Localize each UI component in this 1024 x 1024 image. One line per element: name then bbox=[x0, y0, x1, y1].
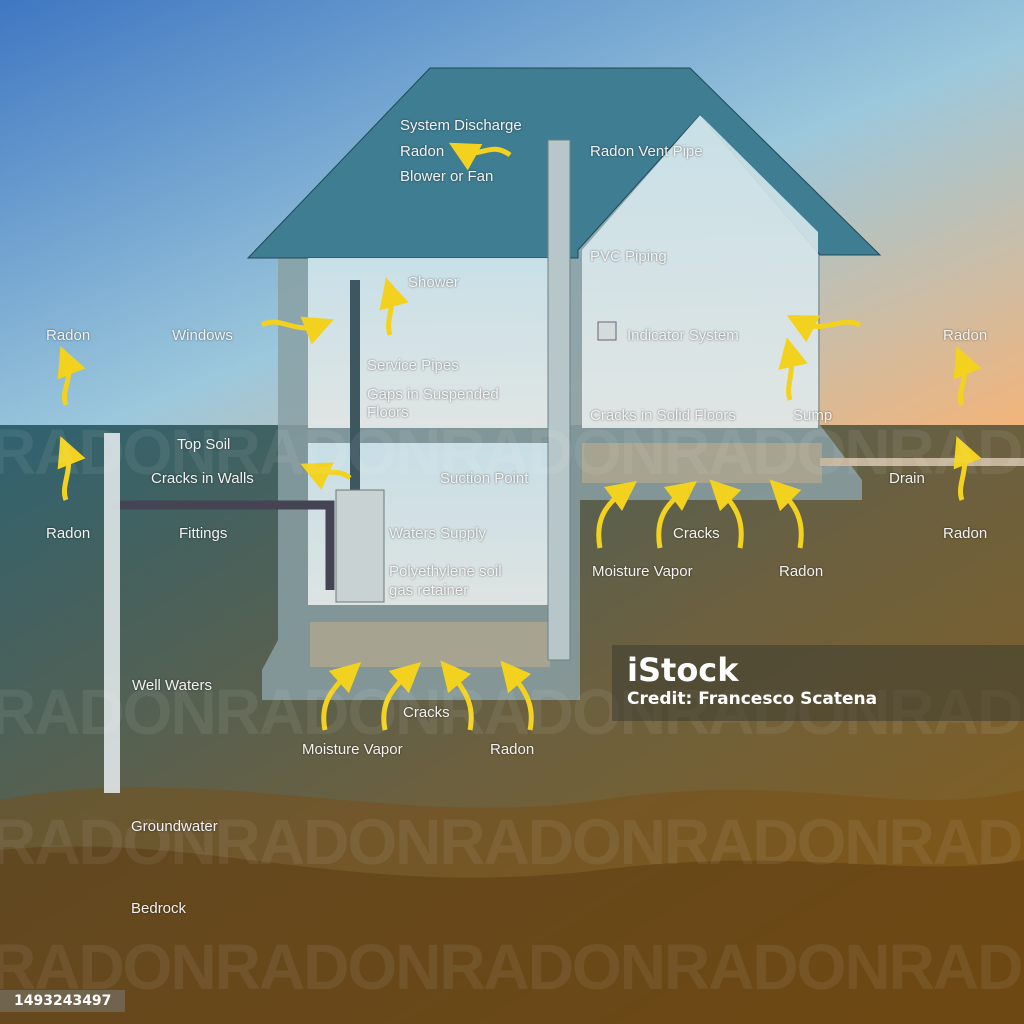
istock-logo: iStock bbox=[627, 651, 739, 689]
label-fittings: Fittings bbox=[179, 525, 228, 542]
label-windows: Windows bbox=[172, 327, 233, 344]
label-radon: Radon bbox=[490, 741, 535, 758]
label-radon: Radon bbox=[46, 525, 91, 542]
label-groundwater: Groundwater bbox=[131, 818, 218, 835]
radon-arrows bbox=[57, 142, 982, 731]
label-cracks-in-walls: Cracks in Walls bbox=[151, 470, 254, 487]
service-pipe bbox=[350, 280, 360, 510]
water-line bbox=[112, 500, 335, 590]
label-radon: Radon bbox=[779, 563, 824, 580]
label-bedrock: Bedrock bbox=[131, 900, 187, 917]
watermark: iStock Credit: Francesco Scatena bbox=[612, 645, 1024, 721]
label-radon: Radon bbox=[46, 327, 91, 344]
label-top-soil: Top Soil bbox=[177, 436, 231, 453]
label-service-pipes: Service Pipes bbox=[367, 357, 459, 374]
label-sump: Sump bbox=[793, 407, 833, 424]
label-suction-point: Suction Point bbox=[440, 470, 529, 487]
upper-room bbox=[308, 258, 548, 428]
label-radon: Radon bbox=[400, 143, 445, 160]
house bbox=[104, 67, 1024, 793]
label-drain: Drain bbox=[889, 470, 925, 487]
label-cracks: Cracks bbox=[673, 525, 720, 542]
slab-gravel bbox=[582, 443, 822, 483]
label-system-discharge: System Discharge bbox=[400, 117, 522, 134]
bedrock-layer bbox=[0, 846, 1024, 1024]
label-moisture-vapor: Moisture Vapor bbox=[302, 741, 403, 758]
image-id: 1493243497 bbox=[0, 990, 126, 1012]
label-cracks: Cracks bbox=[403, 704, 450, 721]
water-tank bbox=[335, 489, 385, 603]
label-pvc-piping: PVC Piping bbox=[590, 248, 667, 265]
upper-right-room bbox=[582, 115, 818, 428]
label-blower-fan: Blower or Fan bbox=[400, 168, 494, 185]
label-polyethylene: Polyethylene soil bbox=[389, 563, 502, 580]
label-gaps-floors-2: Floors bbox=[367, 404, 409, 421]
vent-pipe bbox=[547, 139, 571, 661]
label-indicator-system: Indicator System bbox=[627, 327, 739, 344]
label-gaps-floors: Gaps in Suspended bbox=[367, 386, 499, 403]
indicator-box bbox=[597, 321, 617, 341]
crawlspace bbox=[310, 622, 550, 667]
label-radon-vent-pipe: Radon Vent Pipe bbox=[590, 143, 703, 160]
label-well-waters: Well Waters bbox=[132, 677, 213, 694]
label-moisture-vapor: Moisture Vapor bbox=[592, 563, 693, 580]
label-radon: Radon bbox=[943, 525, 988, 542]
well bbox=[104, 433, 120, 793]
label-radon: Radon bbox=[943, 327, 988, 344]
credit-text: Credit: Francesco Scatena bbox=[627, 689, 878, 709]
label-polyethylene-2: gas retainer bbox=[389, 582, 469, 599]
label-shower: Shower bbox=[408, 274, 459, 291]
label-waters-supply: Waters Supply bbox=[389, 525, 486, 542]
label-cracks-solid-floors: Cracks in Solid Floors bbox=[590, 407, 736, 424]
